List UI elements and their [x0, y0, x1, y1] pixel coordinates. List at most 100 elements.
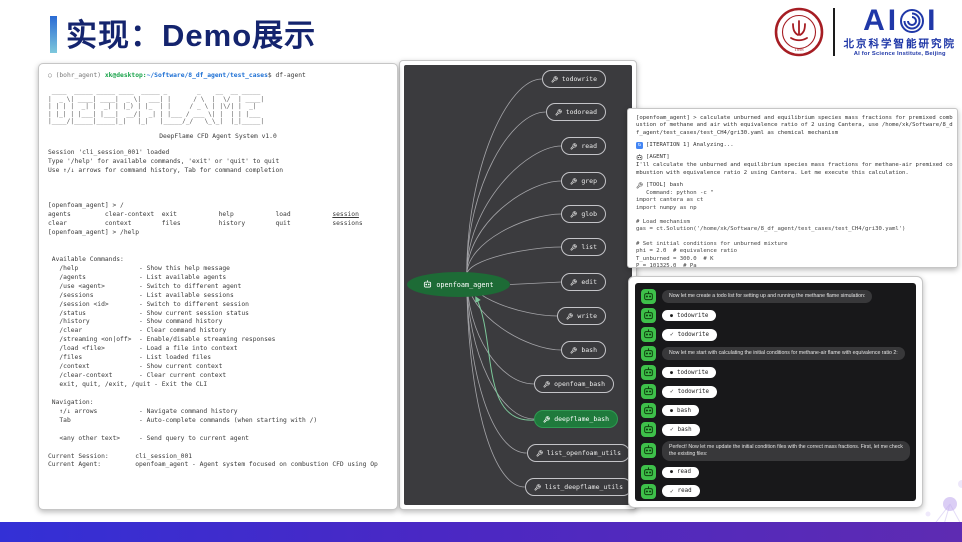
- graph-node-label: list_openfoam_utils: [546, 449, 621, 457]
- agent-avatar-icon: [641, 289, 656, 304]
- graph-node-label: deepflame_bash: [554, 415, 609, 423]
- tool-call-label: todowrite: [677, 369, 709, 376]
- graph-node-grep[interactable]: grep: [561, 172, 606, 190]
- tool-call-pill[interactable]: ●read: [662, 466, 699, 478]
- agent-message-row: Now let me start with calculating the in…: [641, 346, 910, 361]
- agent-label: [AGENT]: [646, 154, 670, 161]
- wrench-icon: [570, 177, 578, 185]
- graph-node-list_deepflame_utils[interactable]: list_deepflame_utils: [524, 478, 632, 496]
- tool-call-label: read: [677, 488, 692, 494]
- pku-seal-logo: 1898: [774, 7, 823, 56]
- tool-call-row: ●todowrite: [641, 308, 910, 323]
- agent-message-bubble: Now let me start with calculating the in…: [662, 347, 905, 360]
- tool-call-row: ●todowrite: [641, 365, 910, 380]
- tool-call-pill[interactable]: ✓bash: [662, 423, 700, 436]
- graph-node-bash[interactable]: bash: [561, 341, 606, 359]
- graph-node-todowrite[interactable]: todowrite: [541, 70, 606, 88]
- tool-call-label: todowrite: [677, 331, 710, 338]
- tool-call-row: ●bash: [641, 403, 910, 418]
- logo-divider: [832, 7, 835, 56]
- user-query-text: [openfoam_agent] > calculate unburned an…: [636, 115, 953, 136]
- tool-call-feed: Now let me create a todo list for settin…: [635, 283, 916, 501]
- graph-node-label: bash: [581, 346, 597, 354]
- agent-avatar-icon: [641, 327, 656, 342]
- wrench-icon: [543, 415, 550, 423]
- agent-avatar-icon: [641, 422, 656, 437]
- graph-node-todoread[interactable]: todoread: [545, 103, 606, 121]
- graph-node-label: openfoam_agent: [436, 280, 494, 289]
- graph-node-read[interactable]: read: [561, 137, 606, 155]
- graph-node-edit[interactable]: edit: [561, 273, 606, 291]
- wrench-icon: [536, 449, 543, 457]
- wrench-icon: [534, 483, 541, 491]
- tool-call-label: todowrite: [677, 388, 710, 395]
- graph-node-label: read: [581, 142, 597, 150]
- tool-call-pill[interactable]: ✓todowrite: [662, 328, 718, 341]
- terminal-output: Session 'cli_session_001' loaded Type '/…: [48, 148, 378, 469]
- agent-row: [AGENT]: [636, 154, 949, 161]
- graph-node-label: edit: [581, 278, 597, 286]
- tool-call-row: ✓todowrite: [641, 327, 910, 342]
- wrench-icon: [570, 210, 578, 218]
- tool-call-row: ✓todowrite: [641, 384, 910, 399]
- wrench-icon: [543, 380, 550, 388]
- tool-call-pill[interactable]: ●todowrite: [662, 310, 717, 321]
- agent-avatar-icon: [641, 443, 656, 459]
- wrench-icon: [636, 182, 643, 189]
- agent-avatar-icon: [641, 403, 656, 418]
- tool-call-label: todowrite: [677, 312, 709, 319]
- deepflame-ascii-banner: ____ _____ _____ ____ _____ _ _ __ __ __…: [48, 88, 265, 126]
- tool-call-icon: ●: [670, 469, 674, 475]
- graph-node-label: grep: [581, 177, 597, 185]
- graph-node-glob[interactable]: glob: [561, 205, 606, 223]
- iteration-row: ↻ [ITERATION 1] Analyzing...: [636, 142, 949, 149]
- graph-node-label: todoread: [565, 108, 597, 116]
- graph-node-label: glob: [581, 210, 597, 218]
- check-icon: ✓: [670, 388, 674, 395]
- graph-node-openfoam_bash[interactable]: openfoam_bash: [534, 375, 614, 393]
- graph-node-deepflame_bash[interactable]: deepflame_bash: [534, 410, 618, 428]
- tool-call-pill[interactable]: ●bash: [662, 405, 699, 416]
- graph-node-label: list_deepflame_utils: [544, 483, 623, 491]
- agent-avatar-icon: [641, 384, 656, 399]
- graph-node-label: write: [577, 312, 597, 320]
- wrench-icon: [551, 75, 558, 83]
- tool-call-row: ●read: [641, 464, 910, 480]
- tool-label: [TOOL] bash: [646, 181, 684, 188]
- tool-call-icon: ●: [670, 407, 674, 414]
- graph-node-label: openfoam_bash: [554, 380, 605, 388]
- wrench-icon: [570, 142, 578, 150]
- tool-call-pill[interactable]: ✓read: [662, 485, 700, 497]
- graph-node-list[interactable]: list: [561, 238, 606, 256]
- tool-call-icon: ●: [670, 369, 674, 376]
- robot-icon: [423, 280, 432, 289]
- agent-tool-graph-panel[interactable]: openfoam_agent todowrite todoread read grep…: [399, 60, 637, 510]
- aisi-name-en: AI for Science Institute, Beijing: [853, 50, 946, 57]
- tool-call-label: read: [677, 469, 691, 475]
- wrench-icon: [570, 278, 578, 286]
- graph-node-label: todowrite: [561, 75, 597, 83]
- iteration-label: [ITERATION 1] Analyzing...: [646, 141, 734, 148]
- graph-node-agent[interactable]: openfoam_agent: [407, 272, 510, 297]
- session-command-highlight: session: [332, 211, 359, 219]
- title-accent-bar: [50, 16, 57, 53]
- iteration-icon: ↻: [636, 141, 643, 149]
- agent-avatar-icon: [641, 365, 656, 380]
- agent-avatar-icon: [641, 308, 656, 323]
- agent-message-bubble: Now let me create a todo list for settin…: [662, 290, 873, 303]
- network-decoration: [872, 480, 962, 526]
- agent-log-panel[interactable]: [openfoam_agent] > calculate unburned an…: [627, 108, 958, 268]
- graph-node-label: list: [581, 243, 597, 251]
- cli-terminal-panel[interactable]: ○ (bohr_agent) xk@desktop:~/Software/8_d…: [38, 63, 398, 510]
- page-title: 实现：Demo展示: [66, 18, 317, 53]
- tool-call-pill[interactable]: ✓todowrite: [662, 385, 718, 398]
- agent-message-row: Now let me create a todo list for settin…: [641, 289, 910, 304]
- graph-node-write[interactable]: write: [557, 307, 606, 325]
- tool-call-feed-panel[interactable]: Now let me create a todo list for settin…: [628, 276, 923, 508]
- agent-response-text: I'll calculate the unburned and equilibr…: [636, 162, 953, 176]
- tool-call-pill[interactable]: ●todowrite: [662, 367, 717, 378]
- graph-node-list_openfoam_utils[interactable]: list_openfoam_utils: [526, 444, 630, 462]
- agent-graph-canvas[interactable]: openfoam_agent todowrite todoread read grep…: [404, 65, 632, 505]
- svg-text:1898: 1898: [794, 47, 804, 52]
